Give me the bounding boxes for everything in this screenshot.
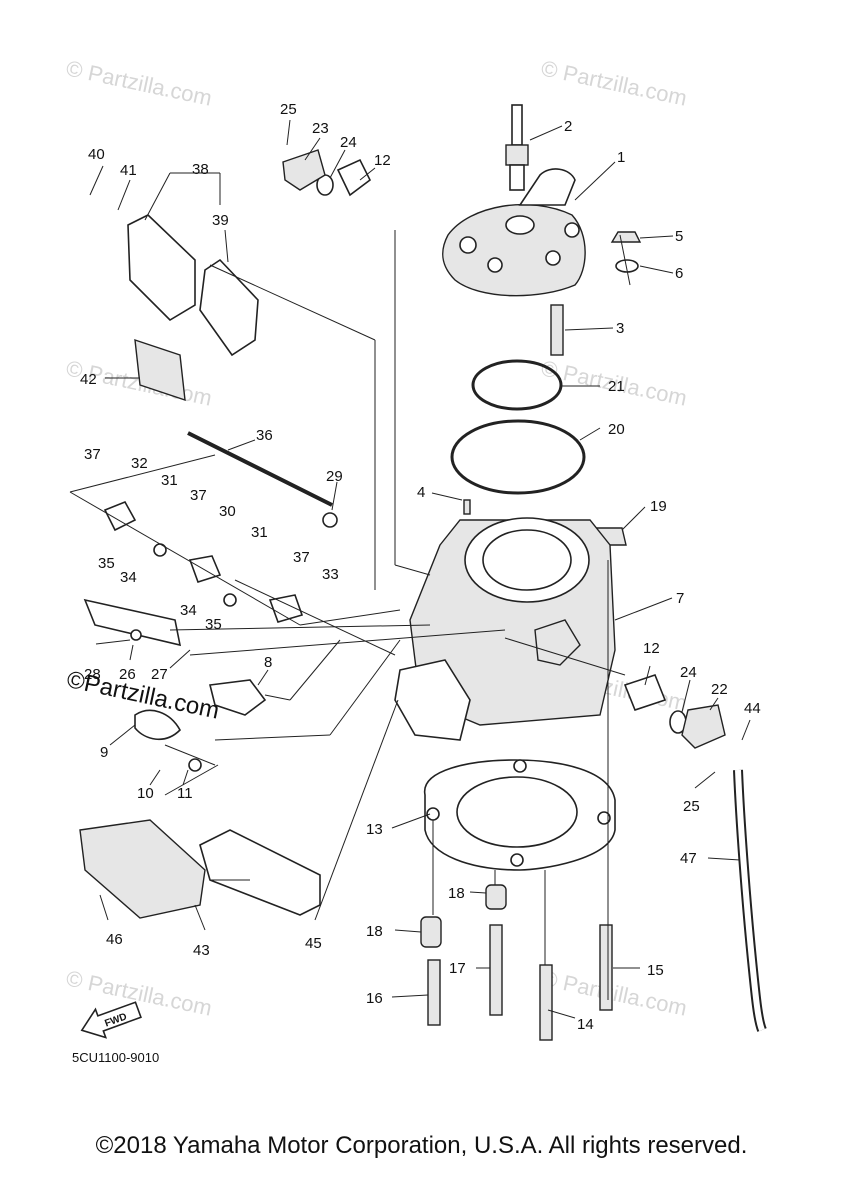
watermark: © Partzilla.com — [539, 965, 689, 1020]
callout-24b: 24 — [680, 664, 697, 681]
callout-21: 21 — [608, 378, 625, 395]
callout-25b: 25 — [683, 798, 700, 815]
callout-36: 36 — [256, 427, 273, 444]
gasket-icon — [424, 759, 616, 871]
stud-bolt-icon — [427, 304, 613, 1041]
callout-12: 12 — [374, 152, 391, 169]
callout-27: 27 — [151, 666, 168, 683]
callout-39: 39 — [212, 212, 229, 229]
fwd-arrow-icon: FWD — [80, 1001, 142, 1039]
watermark: © Partzilla.com — [539, 55, 689, 110]
callout-11: 11 — [177, 785, 193, 802]
callout-1: 1 — [617, 149, 625, 166]
callout-34: 34 — [120, 569, 137, 586]
callout-43: 43 — [193, 942, 210, 959]
callout-10: 10 — [137, 785, 154, 802]
hose-icon — [735, 769, 765, 1032]
callout-40: 40 — [88, 146, 105, 163]
callout-45: 45 — [305, 935, 322, 952]
part-code: 5CU1100-9010 — [72, 1050, 159, 1065]
spark-plug-icon — [505, 104, 529, 191]
nut-icon — [420, 231, 642, 948]
callout-14: 14 — [577, 1016, 594, 1033]
callout-13: 13 — [366, 821, 383, 838]
callout-31: 31 — [161, 472, 178, 489]
leader-lines — [69, 119, 751, 1019]
watermark: © Partzilla.com — [64, 55, 214, 110]
callout-47: 47 — [680, 850, 697, 867]
callout-9: 9 — [100, 744, 108, 761]
callout-numbers: 1 2 3 4 5 6 7 8 9 10 11 12 12 13 14 15 1… — [80, 101, 761, 1033]
callout-29: 29 — [326, 468, 343, 485]
cylinder-head-icon — [442, 168, 586, 297]
valve-cover-icon — [127, 214, 259, 402]
callout-31b: 31 — [251, 524, 268, 541]
callout-46: 46 — [106, 931, 123, 948]
callout-32: 32 — [131, 455, 148, 472]
callout-6: 6 — [675, 265, 683, 282]
callout-26: 26 — [119, 666, 136, 683]
callout-12b: 12 — [643, 640, 660, 657]
callout-15: 15 — [647, 962, 664, 979]
callout-33: 33 — [322, 566, 339, 583]
callout-17: 17 — [449, 960, 466, 977]
callout-7: 7 — [676, 590, 684, 607]
callout-37c: 37 — [293, 549, 310, 566]
callout-2: 2 — [564, 118, 572, 135]
callout-22: 22 — [711, 681, 728, 698]
valve-icon — [282, 149, 726, 749]
callout-18b: 18 — [448, 885, 465, 902]
callout-35b: 35 — [205, 616, 222, 633]
callout-20: 20 — [608, 421, 625, 438]
callout-25: 25 — [280, 101, 297, 118]
callout-38: 38 — [192, 161, 209, 178]
callout-30: 30 — [219, 503, 236, 520]
callout-4: 4 — [417, 484, 425, 501]
cylinder-icon — [394, 517, 616, 741]
callout-35: 35 — [98, 555, 115, 572]
callout-44: 44 — [744, 700, 761, 717]
callout-3: 3 — [616, 320, 624, 337]
callout-5: 5 — [675, 228, 683, 245]
copyright-text: ©2018 Yamaha Motor Corporation, U.S.A. A… — [95, 1132, 748, 1159]
o-ring-icon — [450, 419, 586, 495]
callout-18: 18 — [366, 923, 383, 940]
cover-plate-icon — [79, 819, 321, 919]
callout-41: 41 — [120, 162, 137, 179]
callout-16: 16 — [366, 990, 383, 1007]
callout-24: 24 — [340, 134, 357, 151]
shaft-icon — [187, 431, 333, 507]
callout-8: 8 — [264, 654, 272, 671]
callout-34b: 34 — [180, 602, 197, 619]
callout-23: 23 — [312, 120, 329, 137]
callout-37: 37 — [84, 446, 101, 463]
linkage-icon — [83, 500, 338, 772]
callout-28: 28 — [84, 666, 101, 683]
callout-42: 42 — [80, 371, 97, 388]
o-ring-icon — [471, 359, 563, 411]
callout-37b: 37 — [190, 487, 207, 504]
callout-19: 19 — [650, 498, 667, 515]
